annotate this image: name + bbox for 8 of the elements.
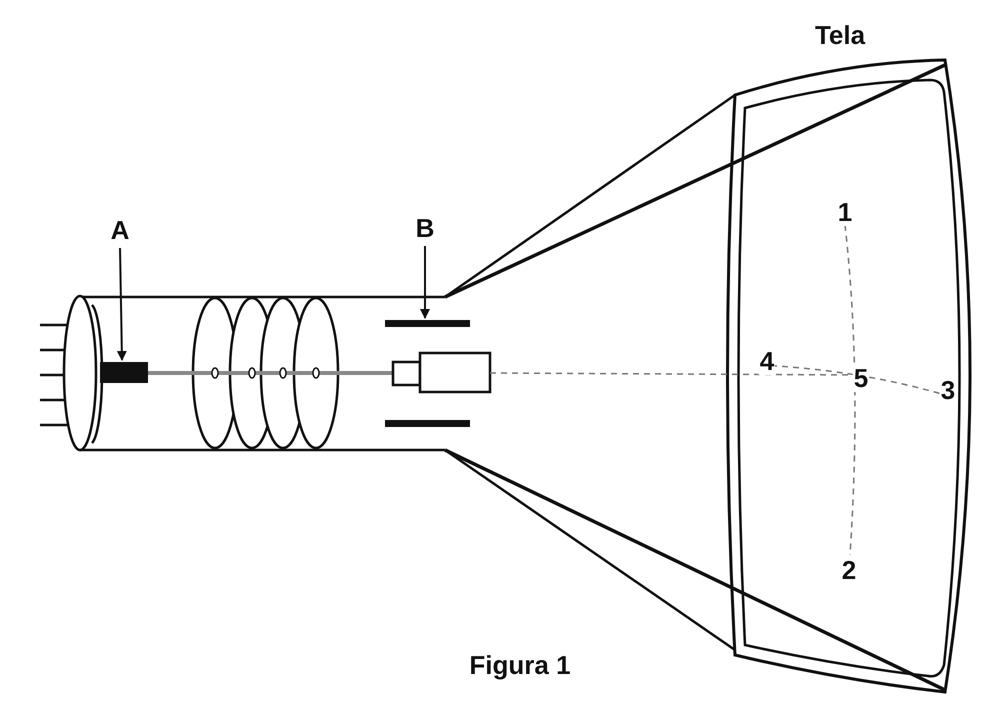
screen-label: Tela bbox=[814, 21, 866, 49]
leader-arrow bbox=[116, 248, 127, 361]
deflection-plate bbox=[385, 320, 470, 327]
part-letter: A bbox=[110, 216, 130, 244]
part-letter: B bbox=[416, 214, 434, 242]
leader-arrow bbox=[420, 246, 430, 319]
figure-caption: Figura 1 bbox=[469, 651, 571, 679]
cathode-block bbox=[100, 362, 148, 383]
